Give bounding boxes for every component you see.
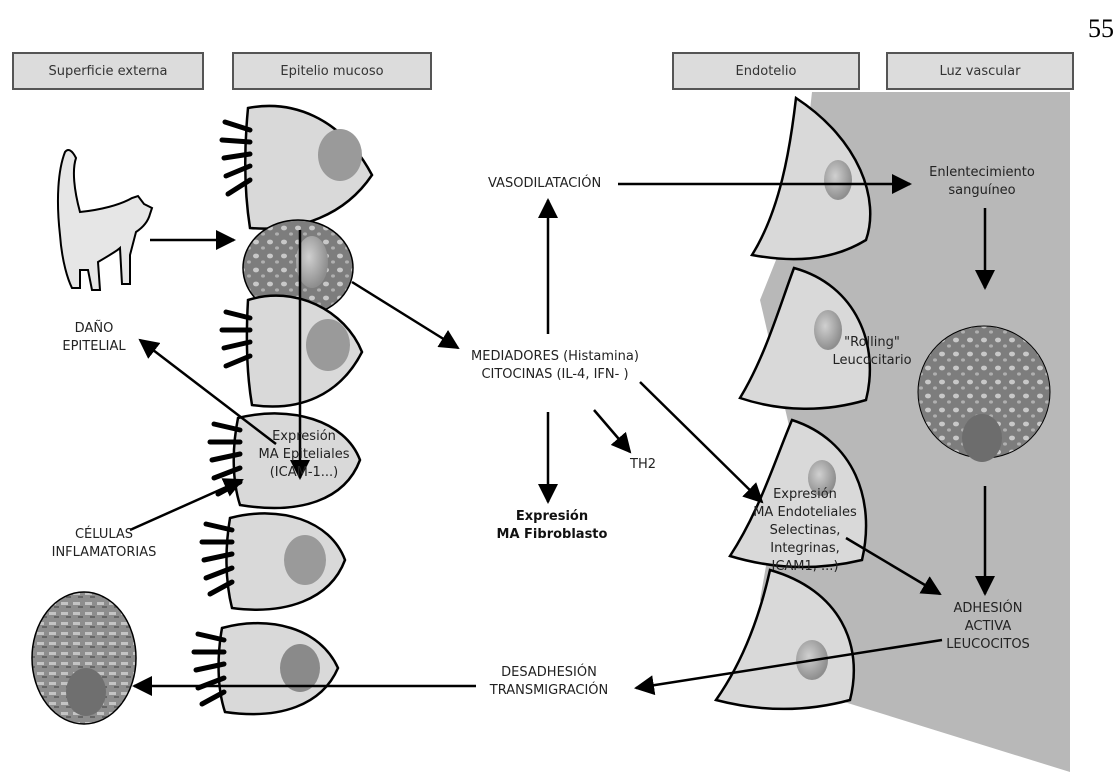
cat-silhouette-icon [56, 149, 154, 291]
label-transmigration: DESADHESIÓN TRANSMIGRACIÓN [486, 664, 612, 700]
label-fibroblast-expression-line1: Expresión [515, 509, 589, 524]
label-mediators: MEDIADORES (Histamina) CITOCINAS (IL-4, … [466, 348, 644, 384]
page-number: 55 [1088, 14, 1114, 43]
label-epithelial-damage-line1: DAÑO [74, 321, 114, 336]
vascular-lumen-area [760, 92, 1070, 772]
label-active-adhesion-line1: ADHESIÓN [953, 601, 1023, 616]
header-surface: Superficie externa [12, 52, 204, 90]
label-inflammatory-cells-line2: INFLAMATORIAS [51, 545, 157, 560]
label-transmigration-line1: DESADHESIÓN [501, 665, 597, 680]
label-endothelial-expression-line2: MA Endoteliales [753, 505, 857, 520]
label-epithelial-damage: DAÑO EPITELIAL [54, 320, 134, 356]
label-th2: TH2 [630, 457, 656, 472]
label-mediators-line1: MEDIADORES (Histamina) [471, 349, 639, 364]
label-active-adhesion: ADHESIÓN ACTIVA LEUCOCITOS [936, 600, 1040, 654]
label-inflammatory-cells-line1: CÉLULAS [74, 527, 134, 542]
label-blood-slowing: Enlentecimiento sanguíneo [924, 164, 1040, 200]
epithelial-cell [245, 294, 364, 408]
arrows [129, 174, 995, 696]
label-transmigration-line2: TRANSMIGRACIÓN [489, 683, 609, 698]
label-fibroblast-expression-line2: MA Fibroblasto [496, 527, 608, 542]
label-fibroblast-expression: Expresión MA Fibroblasto [496, 508, 608, 544]
label-leukocyte-rolling-line1: "Rolling" [844, 335, 900, 350]
cilia [191, 119, 253, 707]
label-endothelial-expression-line4: Integrinas, [770, 541, 840, 556]
label-endothelial-expression: Expresión MA Endoteliales Selectinas, In… [752, 486, 858, 576]
label-endothelial-expression-line1: Expresión [773, 487, 837, 502]
label-epithelial-damage-line2: EPITELIAL [62, 339, 126, 354]
endothelial-cell [728, 418, 868, 569]
label-leukocyte-rolling-line2: Leucocitario [832, 353, 912, 368]
label-mediators-line2: CITOCINAS (IL-4, IFN- ) [481, 367, 629, 382]
label-blood-slowing-line2: sanguíneo [948, 183, 1016, 198]
endothelial-cell [738, 266, 872, 410]
label-inflammatory-cells: CÉLULAS INFLAMATORIAS [48, 526, 160, 562]
label-active-adhesion-line2: ACTIVA [964, 619, 1012, 634]
label-endothelial-expression-line3: Selectinas, [769, 523, 841, 538]
leukocyte [917, 325, 1051, 462]
endothelial-cell [713, 568, 855, 711]
label-blood-slowing-line1: Enlentecimiento [929, 165, 1035, 180]
header-endothelium: Endotelio [672, 52, 860, 90]
epithelial-cell [243, 104, 374, 230]
inflammatory-cell [31, 591, 137, 725]
label-epithelial-expression-line2: MA Epiteliales [258, 447, 350, 462]
epithelial-cell [225, 512, 347, 611]
label-epithelial-expression: Expresión MA Epiteliales (ICAM-1...) [256, 428, 352, 482]
header-lumen: Luz vascular [886, 52, 1074, 90]
label-epithelial-expression-line3: (ICAM-1...) [269, 465, 339, 480]
epithelial-cell [217, 621, 340, 716]
label-endothelial-expression-line5: ICAM1, ...) [771, 559, 839, 574]
header-epithelium: Epitelio mucoso [232, 52, 432, 90]
label-epithelial-expression-line1: Expresión [272, 429, 336, 444]
label-vasodilation: VASODILATACIÓN [488, 176, 602, 191]
label-active-adhesion-line3: LEUCOCITOS [946, 637, 1030, 652]
endothelial-cell [749, 95, 872, 261]
label-leukocyte-rolling: "Rolling" Leucocitario [826, 334, 918, 370]
